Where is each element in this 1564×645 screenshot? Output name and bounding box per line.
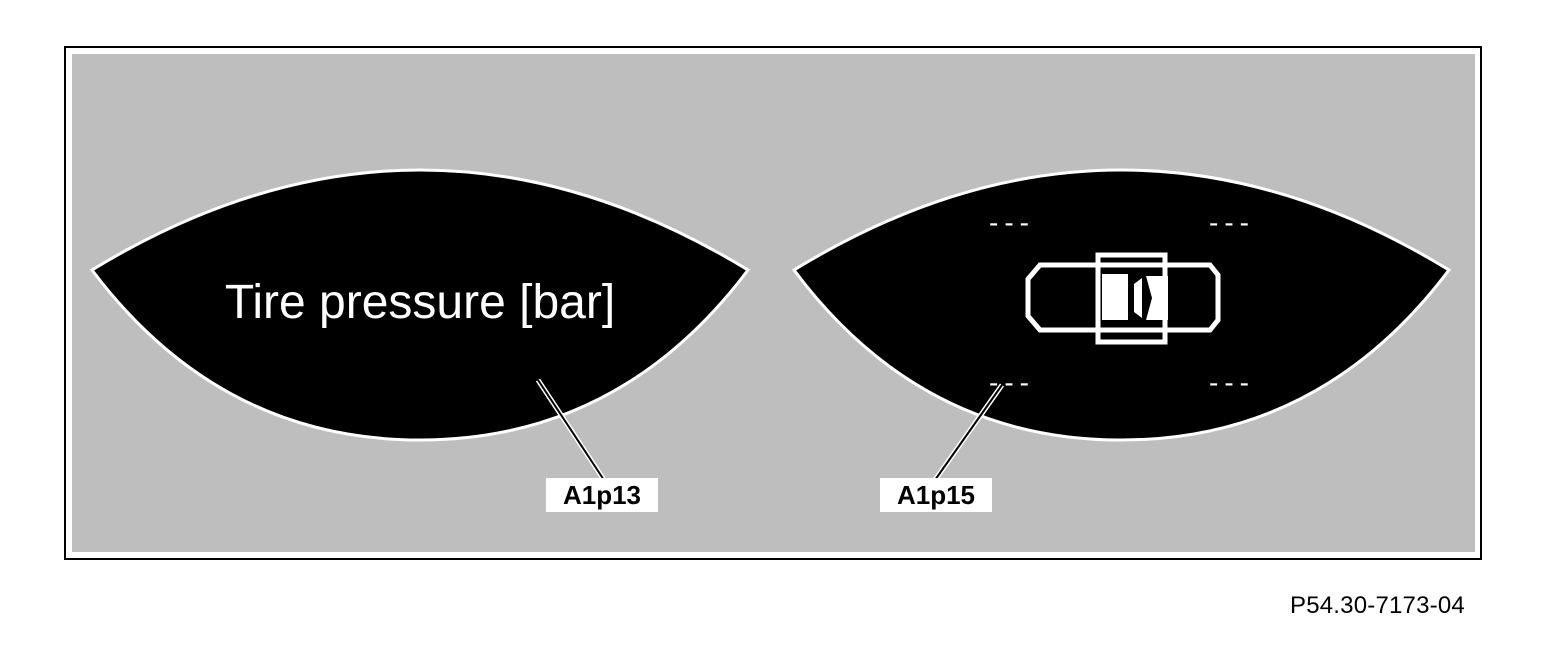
figure-reference-number: P54.30-7173-04 [1290,592,1465,619]
callout-A1p13-box [546,478,658,512]
display-left-screen [89,168,751,442]
leader-line-A1p15-core [934,384,1003,481]
vehicle-icon [1025,252,1221,345]
tire-value-front-right: --- [1209,207,1255,238]
callout-leaders [535,378,1005,482]
callout-A1p15: A1p15 [880,478,992,512]
leader-line-A1p13-core [537,379,605,481]
callout-A1p13-label: A1p13 [563,480,641,510]
callout-A1p15-label: A1p15 [897,480,975,510]
display-right: --- --- --- --- [791,168,1452,442]
tire-value-front-left: --- [989,207,1035,238]
display-left: Tire pressure [bar] [89,168,751,442]
display-left-text: Tire pressure [bar] [225,276,615,329]
callout-A1p13: A1p13 [546,478,658,512]
callout-A1p15-box [880,478,992,512]
tire-value-rear-right: --- [1209,367,1255,398]
